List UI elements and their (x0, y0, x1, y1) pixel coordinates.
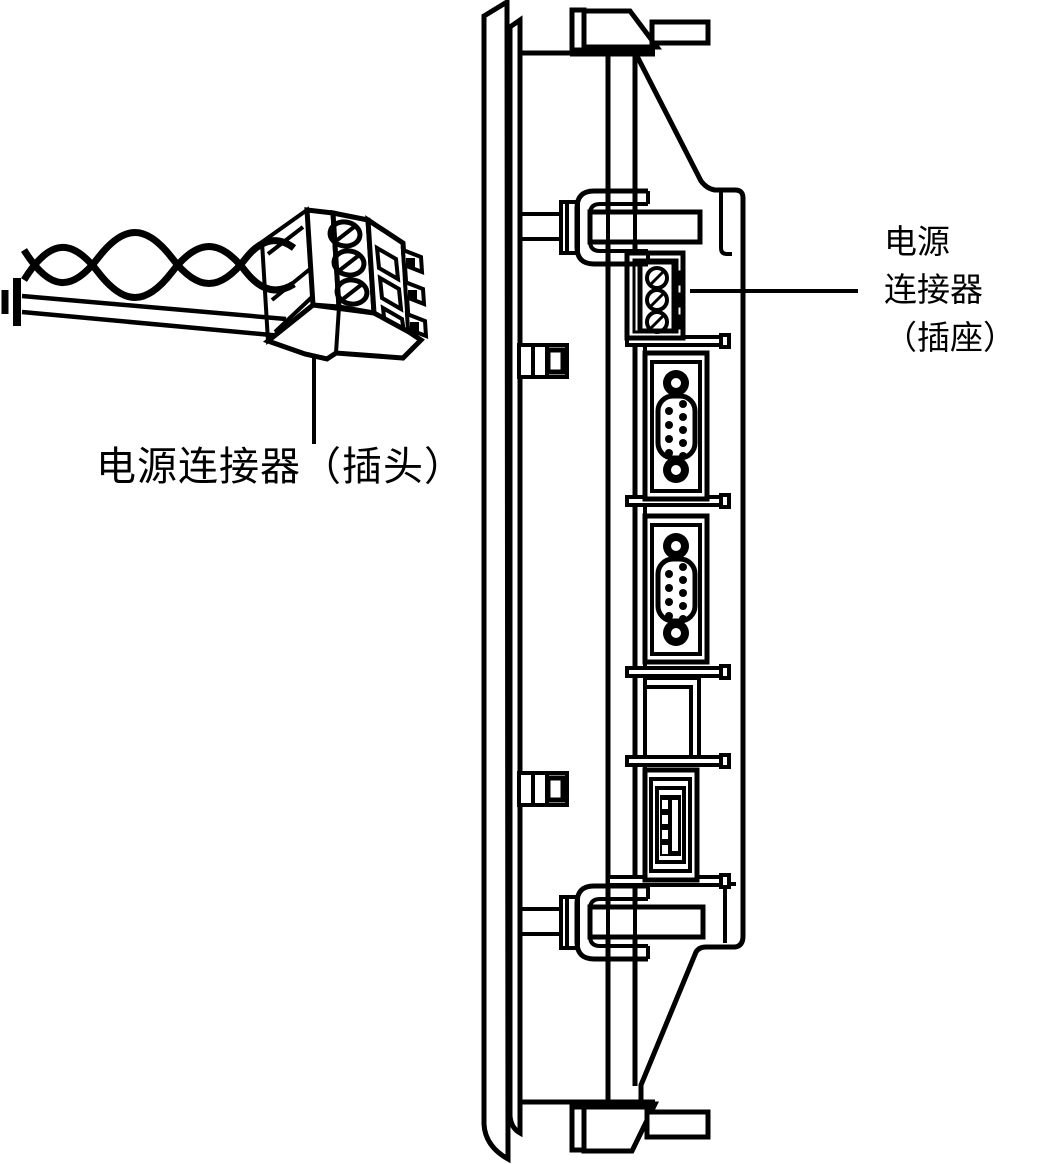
bottom-bracket-body (581, 1101, 660, 1154)
rear-foot-top (719, 192, 732, 256)
panel-stud-upper (517, 343, 569, 379)
plug-cage-struts (266, 225, 314, 334)
power-plug (259, 206, 429, 362)
power-socket (624, 250, 686, 341)
db9-pins (665, 400, 687, 460)
twisted-wire-pair (21, 229, 297, 301)
serial-port-2 (642, 513, 710, 665)
flange-4 (625, 753, 731, 769)
db9-inner-panel (650, 360, 702, 493)
db9-pins (665, 563, 687, 623)
usb-port (642, 767, 700, 883)
rear-wall (634, 54, 746, 1102)
socket-label-line3: （插座） (884, 319, 1016, 356)
usb-contacts (662, 800, 678, 854)
leader-lines (312, 289, 858, 444)
rail-over-rod (606, 908, 637, 936)
plug-wedge-fold (334, 306, 341, 354)
front-bezel (481, 0, 523, 1164)
clamp-u-bracket-outer (574, 188, 648, 267)
socket-label: 电源 连接器 （插座） (884, 218, 1016, 362)
mounting-clamp-bottom (522, 883, 706, 962)
socket-label-line1: 电源 (884, 223, 950, 260)
rail-over-rod (606, 213, 637, 241)
empty-bay (643, 676, 701, 757)
clamp-screw-shaft (522, 907, 561, 936)
bottom-bracket-tab (644, 1109, 711, 1140)
usb-inner-frame (655, 786, 686, 864)
plug-lower-wedge (262, 302, 425, 362)
serial-port-1 (642, 350, 710, 502)
flange-3 (625, 664, 731, 680)
wire-strand-a (21, 229, 297, 287)
socket-terminals (645, 266, 682, 334)
db9-dshell (655, 556, 698, 624)
plug-label: 电源连接器（插头） (96, 445, 465, 489)
bezel-strip-inner (507, 15, 523, 1138)
empty-bay-inner (643, 685, 693, 757)
ground-symbol (1, 278, 21, 326)
socket-label-line2: 连接器 (884, 271, 983, 308)
mounting-clamp-top (522, 188, 703, 267)
plug-screws (327, 219, 370, 307)
clamp-screw-shaft (522, 212, 561, 241)
rear-foot-bottom (723, 882, 736, 943)
wire-strand-b (21, 243, 296, 301)
empty-bay-outer (643, 676, 701, 757)
db9-dshell (655, 393, 698, 461)
top-bracket (569, 7, 711, 57)
top-bracket-body (581, 8, 662, 50)
ground-wire (21, 293, 287, 339)
panel-stud-lower (517, 771, 569, 807)
bezel-strip-outer (481, 0, 511, 1164)
usb-mid-frame (649, 777, 692, 873)
top-bracket-tab (649, 19, 711, 46)
db9-inner-panel (650, 523, 702, 656)
bottom-bracket (569, 1100, 711, 1154)
clamp-u-bracket-outer (574, 883, 648, 962)
